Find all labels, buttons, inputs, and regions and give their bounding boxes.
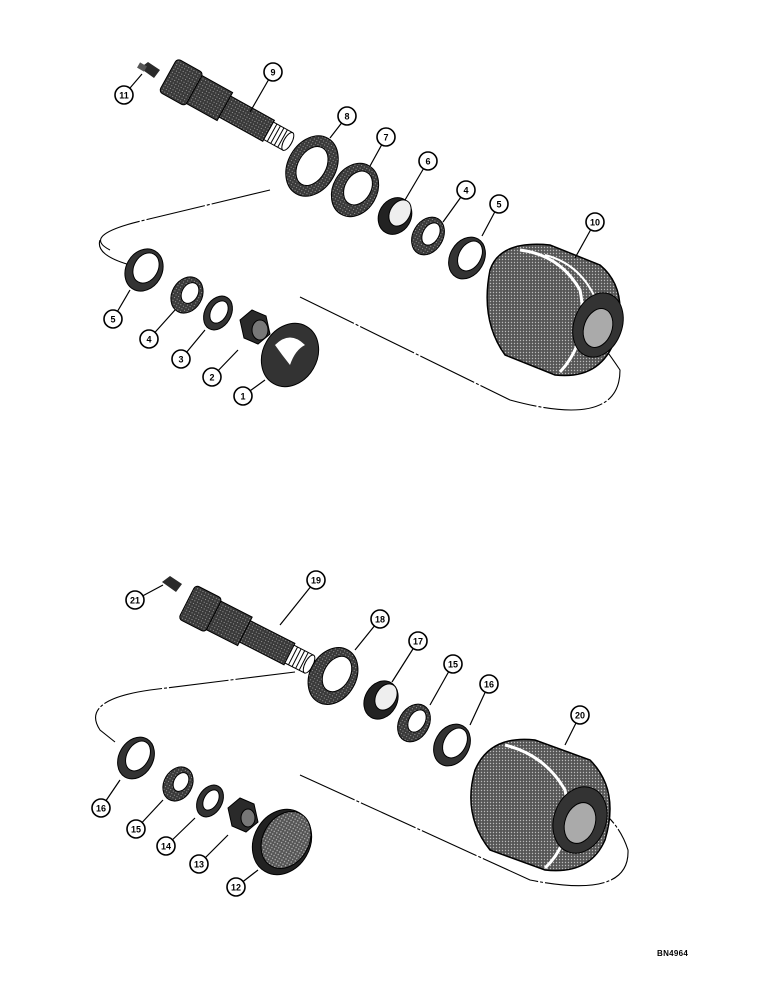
- callout-part-21: 21: [125, 590, 145, 610]
- bearing-cup-part-17: [363, 680, 399, 720]
- callout-part-16: 16: [91, 798, 111, 818]
- svg-text:4: 4: [463, 186, 468, 196]
- bearing-cone-part-15-outer: [162, 766, 194, 802]
- hub-part-10: [486, 243, 624, 377]
- spindle-part-9: [159, 59, 295, 151]
- bearing-cup-part-16: [433, 723, 471, 767]
- svg-text:14: 14: [161, 842, 171, 852]
- bearing-cup-part-16-outer: [117, 736, 155, 780]
- bearing-cup-part-6: [377, 197, 413, 235]
- callout-part-19: 19: [306, 570, 326, 590]
- svg-text:9: 9: [270, 68, 275, 78]
- callout-part-5: 5: [103, 309, 123, 329]
- bearing-cone-part-4-outer: [170, 276, 204, 314]
- callout-part-15: 15: [126, 819, 146, 839]
- svg-text:3: 3: [178, 355, 183, 365]
- callout-part-1: 1: [233, 386, 253, 406]
- callout-part-3: 3: [171, 349, 191, 369]
- svg-text:7: 7: [383, 133, 388, 143]
- callout-part-12: 12: [226, 877, 246, 897]
- upper-assembly: [98, 59, 624, 411]
- svg-text:1: 1: [240, 392, 245, 402]
- callout-part-18: 18: [370, 609, 390, 629]
- svg-text:10: 10: [590, 218, 600, 228]
- figure-reference-code: BN4964: [657, 949, 689, 958]
- callout-part-4: 4: [139, 329, 159, 349]
- svg-text:17: 17: [413, 637, 423, 647]
- washer-part-3: [203, 295, 233, 331]
- seal-part-18: [307, 647, 359, 705]
- hub-cap-part-12: [251, 808, 313, 876]
- svg-text:18: 18: [375, 615, 385, 625]
- callout-part-10: 10: [585, 212, 605, 232]
- svg-text:16: 16: [96, 804, 106, 814]
- bearing-cup-part-5-outer: [124, 248, 164, 292]
- callout-part-20: 20: [570, 705, 590, 725]
- callout-part-7: 7: [376, 127, 396, 147]
- callout-part-2: 2: [202, 367, 222, 387]
- bearing-cone-part-15: [397, 703, 431, 743]
- callout-part-16: 16: [479, 674, 499, 694]
- bearing-cone-part-4: [411, 216, 445, 256]
- svg-text:2: 2: [209, 373, 214, 383]
- callout-part-15: 15: [443, 654, 463, 674]
- nut-part-2: [239, 309, 271, 345]
- svg-text:6: 6: [425, 157, 430, 167]
- svg-text:16: 16: [484, 680, 494, 690]
- svg-text:5: 5: [496, 200, 501, 210]
- callout-part-14: 14: [156, 836, 176, 856]
- svg-text:15: 15: [448, 660, 458, 670]
- callout-part-11: 11: [114, 85, 134, 105]
- seal-part-7: [330, 162, 380, 218]
- hub-cap-part-1: [260, 322, 320, 388]
- grease-fitting-part-21: [162, 576, 182, 592]
- nut-part-13: [227, 797, 259, 833]
- callout-part-5: 5: [489, 194, 509, 214]
- svg-text:13: 13: [194, 860, 204, 870]
- callout-part-13: 13: [189, 854, 209, 874]
- svg-text:8: 8: [344, 112, 349, 122]
- svg-text:4: 4: [146, 335, 151, 345]
- callout-part-6: 6: [418, 151, 438, 171]
- callout-part-4: 4: [456, 180, 476, 200]
- svg-text:21: 21: [130, 596, 140, 606]
- callout-part-17: 17: [408, 631, 428, 651]
- seal-part-8: [285, 135, 339, 197]
- svg-text:20: 20: [575, 711, 585, 721]
- svg-text:19: 19: [311, 576, 321, 586]
- svg-text:11: 11: [119, 91, 129, 101]
- svg-text:12: 12: [231, 883, 241, 893]
- svg-text:5: 5: [110, 315, 115, 325]
- svg-text:15: 15: [131, 825, 141, 835]
- lower-assembly: [95, 576, 629, 887]
- hub-part-20: [470, 738, 611, 872]
- callout-part-9: 9: [263, 62, 283, 82]
- grease-fitting-part-11: [137, 62, 160, 78]
- bearing-cup-part-5: [448, 236, 486, 280]
- spindle-part-19: [179, 585, 316, 674]
- callout-part-8: 8: [337, 106, 357, 126]
- washer-part-14: [196, 784, 224, 818]
